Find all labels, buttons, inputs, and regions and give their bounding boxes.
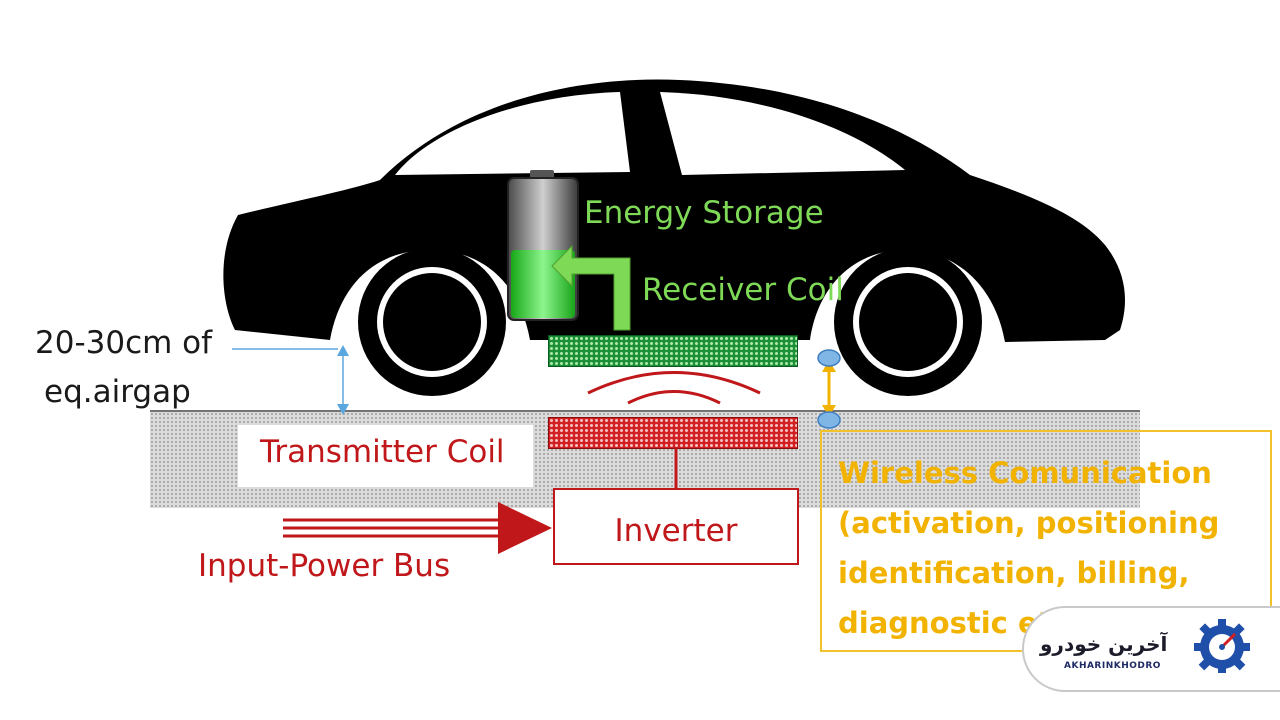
gear-icon: [1194, 619, 1250, 673]
input-power-bus-label: Input-Power Bus: [198, 548, 451, 584]
energy-flow-arrow: [551, 244, 631, 331]
wireless-comm-line2: (activation, positioning: [838, 506, 1220, 540]
receiver-coil-label: Receiver Coil: [642, 272, 844, 308]
logo-latin-text: AKHARINKHODRO: [1064, 661, 1161, 671]
car-window-front: [660, 92, 905, 175]
transmitter-coil-label: Transmitter Coil: [260, 434, 505, 470]
comm-link-indicator: [817, 349, 841, 429]
transmitter-coil: [548, 417, 798, 449]
inverter-box: Inverter: [553, 488, 799, 565]
wheel-rear-hub: [383, 273, 481, 371]
transmitter-label-backdrop: [238, 425, 533, 487]
car-window-rear: [395, 92, 630, 175]
airgap-indicator: [232, 345, 349, 415]
airgap-label-line1: 20-30cm of: [35, 325, 213, 361]
wireless-comm-line3: identification, billing,: [838, 556, 1190, 590]
receiver-coil: [548, 335, 798, 367]
field-wave-inner: [627, 390, 721, 405]
energy-storage-label: Energy Storage: [584, 195, 824, 231]
airgap-label-line2: eq.airgap: [44, 374, 191, 410]
field-wave-outer: [587, 371, 761, 395]
logo-persian-text: آخرین خودرو: [1040, 632, 1168, 656]
wireless-comm-line1: Wireless Comunication: [838, 456, 1212, 490]
wheel-front-hub: [859, 273, 957, 371]
car-window-pillar: [622, 88, 662, 178]
input-power-arrow: [283, 502, 552, 554]
wireless-comm-text: Wireless Comunication (activation, posit…: [838, 448, 1219, 648]
inverter-label: Inverter: [614, 513, 738, 549]
